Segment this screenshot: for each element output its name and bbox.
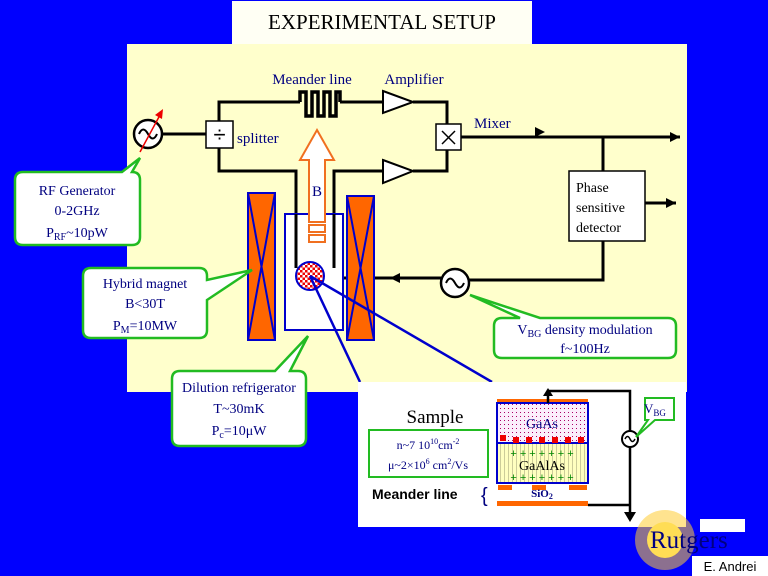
rf-generator-callout: RF Generator 0-2GHz PRF~10pW <box>13 157 142 247</box>
svg-text:B: B <box>312 184 322 200</box>
sample-title: Sample <box>407 407 464 428</box>
meander-line-label: Meander line <box>372 486 458 502</box>
dilution-refrigerator-callout: Dilution refrigerator T~30mK Pc=10μW <box>170 335 310 448</box>
svg-text:detector: detector <box>576 221 621 236</box>
author-label: E. Andrei <box>704 559 757 574</box>
page-title: EXPERIMENTAL SETUP <box>268 10 496 34</box>
amplifier-icon <box>382 158 416 185</box>
svg-text:f~100Hz: f~100Hz <box>560 342 610 357</box>
svg-text:PM=10MW: PM=10MW <box>113 319 178 336</box>
sample-params-box <box>368 429 489 478</box>
svg-text:Dilution refrigerator: Dilution refrigerator <box>182 381 296 396</box>
meander-strips <box>498 485 587 490</box>
b-field-arrow: B <box>298 127 336 243</box>
sample-detail-panel: Sample n~7 1010cm-2 μ~2×106 cm2/Vs Meand… <box>358 382 686 527</box>
svg-text:T~30mK: T~30mK <box>213 402 264 417</box>
vbg-callout: VBG density modulation f~100Hz <box>469 293 678 360</box>
hybrid-magnet-callout: Hybrid magnet B<30T PM=10MW <box>81 266 253 340</box>
svg-text:+ + + + + + +: + + + + + + + <box>510 472 573 484</box>
zoom-lines <box>308 274 493 384</box>
svg-text:{: { <box>481 485 488 507</box>
title-box: EXPERIMENTAL SETUP <box>232 1 532 44</box>
svg-text:Pc=10μW: Pc=10μW <box>212 424 268 441</box>
svg-text:Hybrid magnet: Hybrid magnet <box>103 277 187 292</box>
svg-text:÷: ÷ <box>213 122 225 147</box>
phase-sensitive-detector: Phase sensitive detector <box>568 170 646 242</box>
gaalas-layer <box>496 442 589 484</box>
mixer-icon <box>435 123 462 151</box>
svg-text:GaAlAs: GaAlAs <box>519 459 565 474</box>
svg-text:+ + + + + + +: + + + + + + + <box>510 448 573 460</box>
rutgers-logo: Rutgers <box>635 510 745 570</box>
svg-text:Rutgers: Rutgers <box>650 527 728 554</box>
meander-line-icon <box>298 90 342 118</box>
author-box <box>692 556 768 576</box>
svg-text:VBG: VBG <box>644 401 666 418</box>
svg-text:PRF~10pW: PRF~10pW <box>46 226 109 243</box>
svg-text:sensitive: sensitive <box>576 201 625 216</box>
svg-text:B<30T: B<30T <box>125 297 165 312</box>
donor-row <box>500 435 584 443</box>
svg-text:μ~2×106 cm2/Vs: μ~2×106 cm2/Vs <box>388 457 468 472</box>
amplifier-label: Amplifier <box>384 72 443 88</box>
vbg-generator-icon <box>439 267 471 299</box>
meander-line-label: Meander line <box>272 72 352 88</box>
splitter-icon: ÷ <box>205 120 234 149</box>
mixer-label: Mixer <box>474 116 511 132</box>
gaas-layer <box>496 402 589 444</box>
svg-text:n~7 1010cm-2: n~7 1010cm-2 <box>397 437 460 452</box>
hybrid-magnet-coils <box>247 192 375 341</box>
svg-text:VBG density modulation: VBG density modulation <box>517 323 652 340</box>
svg-text:0-2GHz: 0-2GHz <box>54 204 99 219</box>
svg-text:Phase: Phase <box>576 181 609 196</box>
substrate-label: SiO2 <box>531 488 553 501</box>
svg-text:GaAs: GaAs <box>526 417 558 432</box>
substrate-bar <box>497 501 588 506</box>
amplifier-icon <box>382 89 416 115</box>
splitter-label: splitter <box>237 131 279 147</box>
rf-generator-icon <box>132 109 164 153</box>
svg-text:RF Generator: RF Generator <box>39 184 116 199</box>
